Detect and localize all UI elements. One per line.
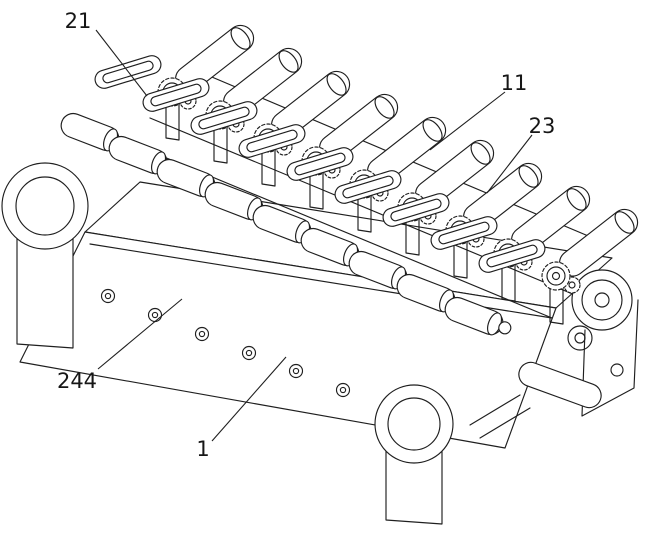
leader-line-244: [97, 298, 183, 370]
leader-line-21: [95, 29, 148, 97]
left-support-leg: [1, 162, 89, 349]
ref-label-1: 1: [196, 437, 209, 461]
ref-label-11: 11: [501, 71, 528, 95]
ref-label-244: 244: [57, 369, 97, 393]
leader-lines: [95, 29, 533, 442]
leader-line-1: [211, 356, 287, 442]
ref-label-21: 21: [65, 9, 92, 33]
rear-end-roller: [567, 269, 639, 417]
right-front-bracket: [469, 361, 624, 439]
leader-line-23: [486, 134, 533, 194]
reference-labels: 21 11 23 244 1: [57, 9, 555, 461]
leader-line-11: [429, 91, 506, 151]
ref-label-23: 23: [529, 114, 556, 138]
right-support-leg: [374, 384, 454, 525]
